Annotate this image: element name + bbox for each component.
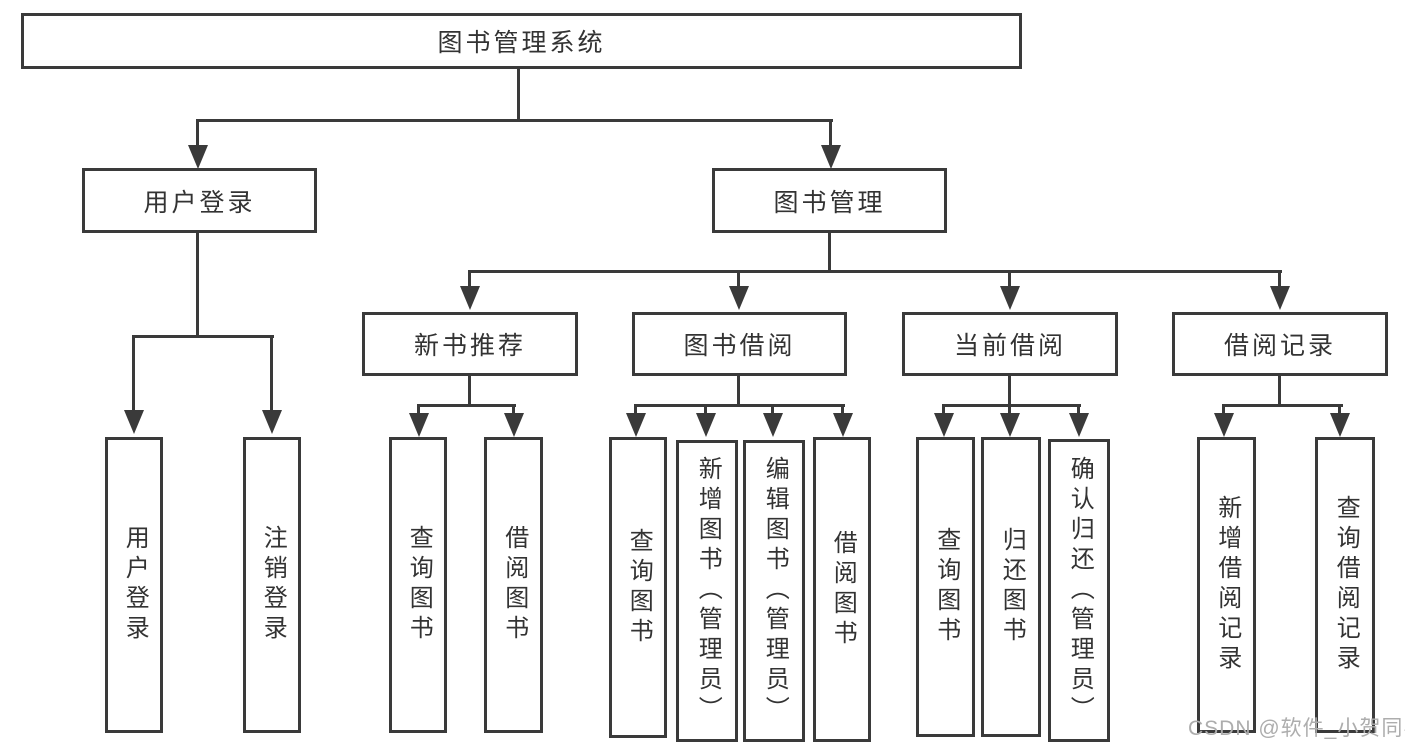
leaf-borrow-books: 借阅图书 <box>813 437 871 742</box>
leaf-add-borrow-record: 新增借阅记录 <box>1197 437 1256 733</box>
arrowhead-leaf-logout <box>262 410 282 434</box>
arrowhead <box>696 413 716 437</box>
leaf-query-borrow-record: 查询借阅记录 <box>1315 437 1375 733</box>
leaf-logout: 注销登录 <box>243 437 301 733</box>
connector-drop <box>771 404 774 413</box>
connector-drop-user-login <box>196 119 199 147</box>
arrowhead <box>763 413 783 437</box>
connector-new-book-rail <box>417 404 516 407</box>
arrowhead <box>1330 413 1350 437</box>
connector-current-borrowing-rail <box>942 404 1081 407</box>
arrowhead <box>626 413 646 437</box>
leaf-query-books-borrowing: 查询图书 <box>609 437 667 738</box>
connector-current-borrowing-stem <box>1008 375 1011 407</box>
arrowhead-borrowing-records <box>1270 286 1290 310</box>
leaf-add-books-admin: 新增图书（管理员） <box>676 440 738 742</box>
connector-book-borrowing-stem <box>737 375 740 407</box>
connector-drop-book-borrowing <box>737 270 740 286</box>
connector-drop <box>1338 404 1341 413</box>
arrowhead <box>1069 413 1089 437</box>
connector-drop <box>1222 404 1225 413</box>
connector-drop <box>512 404 515 413</box>
arrowhead-user-login <box>188 145 208 169</box>
connector-drop-current-borrowing <box>1008 270 1011 286</box>
csdn-watermark: CSDN @软件_小贺同学 <box>1188 717 1405 740</box>
arrowhead-book-borrowing <box>729 286 749 310</box>
leaf-return-books: 归还图书 <box>981 437 1041 737</box>
arrowhead-new-book <box>460 286 480 310</box>
connector-drop <box>634 404 637 413</box>
connector-book-management-stem <box>828 232 831 273</box>
connector-drop-leaf-user-login <box>132 335 135 411</box>
node-root: 图书管理系统 <box>21 13 1022 69</box>
node-user-login: 用户登录 <box>82 168 317 233</box>
connector-borrowing-records-stem <box>1278 375 1281 407</box>
connector-level2-rail <box>196 119 833 122</box>
connector-root-stem <box>517 68 520 122</box>
connector-book-borrowing-rail <box>634 404 845 407</box>
arrowhead <box>833 413 853 437</box>
connector-borrowing-records-rail <box>1222 404 1343 407</box>
leaf-confirm-return-admin: 确认归还（管理员） <box>1048 439 1110 742</box>
connector-drop-new-book <box>468 270 471 286</box>
connector-drop <box>1077 404 1080 413</box>
connector-user-login-stem <box>196 232 199 337</box>
connector-drop <box>417 404 420 413</box>
node-current-borrowing: 当前借阅 <box>902 312 1118 376</box>
node-new-book-recommend: 新书推荐 <box>362 312 578 376</box>
arrowhead <box>409 413 429 437</box>
arrowhead <box>504 413 524 437</box>
arrowhead <box>934 413 954 437</box>
arrowhead <box>1214 413 1234 437</box>
connector-level3-rail <box>468 270 1282 273</box>
connector-drop <box>704 404 707 413</box>
arrowhead-leaf-user-login <box>124 410 144 434</box>
leaf-borrow-books-recommend: 借阅图书 <box>484 437 543 733</box>
leaf-edit-books-admin: 编辑图书（管理员） <box>743 440 805 742</box>
connector-drop-book-management <box>829 119 832 147</box>
node-book-borrowing: 图书借阅 <box>632 312 847 376</box>
arrowhead-current-borrowing <box>1000 286 1020 310</box>
connector-drop <box>1008 404 1011 413</box>
connector-user-login-rail <box>132 335 274 338</box>
connector-drop <box>841 404 844 413</box>
arrowhead <box>1000 413 1020 437</box>
node-borrowing-records: 借阅记录 <box>1172 312 1388 376</box>
connector-new-book-stem <box>468 375 471 407</box>
leaf-query-books-current: 查询图书 <box>916 437 975 737</box>
connector-drop-leaf-logout <box>270 335 273 411</box>
connector-drop-borrowing-records <box>1278 270 1281 286</box>
connector-drop <box>942 404 945 413</box>
leaf-user-login: 用户登录 <box>105 437 163 733</box>
arrowhead-book-management <box>821 145 841 169</box>
leaf-query-books-recommend: 查询图书 <box>389 437 447 733</box>
node-book-management: 图书管理 <box>712 168 947 233</box>
